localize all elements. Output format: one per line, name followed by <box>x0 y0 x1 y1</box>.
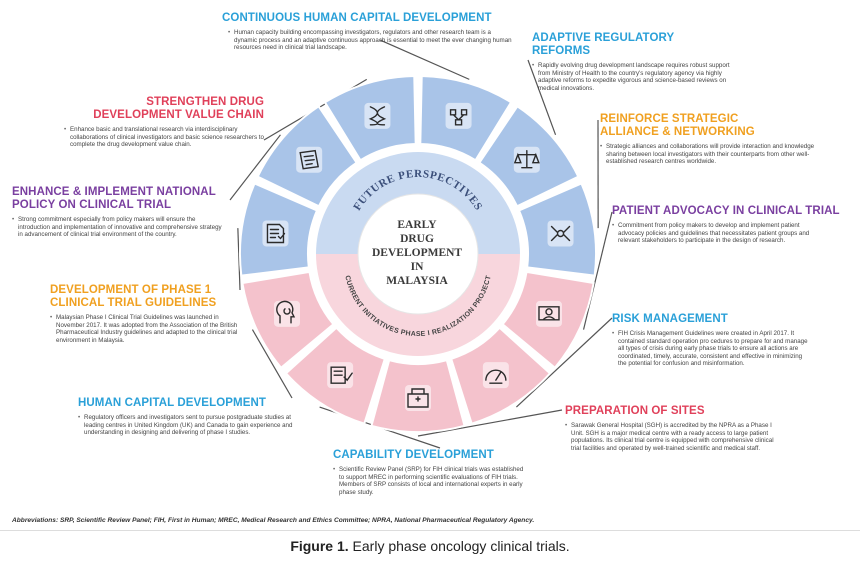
block-title: STRENGTHEN DRUG DEVELOPMENT VALUE CHAIN <box>93 96 264 121</box>
brain-head-icon <box>274 300 301 327</box>
balance-scale-icon <box>513 146 540 173</box>
block-description: Regulatory officers and investigators se… <box>78 414 293 437</box>
center-line-3: DEVELOPMENT <box>372 247 463 259</box>
block-risk-management: RISK MANAGEMENT FIH Crisis Management Gu… <box>612 313 812 368</box>
block-continuous-human-capital: CONTINUOUS HUMAN CAPITAL DEVELOPMENT Hum… <box>222 12 512 52</box>
block-patient-advocacy: PATIENT ADVOCACY IN CLINICAL TRIAL Commi… <box>612 205 847 245</box>
block-description: Human capacity building encompassing inv… <box>228 29 512 52</box>
block-title: PREPARATION OF SITES <box>565 405 705 417</box>
connector-risk <box>515 317 613 408</box>
block-description: Strategic alliances and collaborations w… <box>600 143 818 166</box>
diagram-canvas: FUTURE PERSPECTIVES CURRENT INITIATIVES … <box>0 0 860 531</box>
block-adaptive-regulatory: ADAPTIVE REGULATORY REFORMS Rapidly evol… <box>532 32 742 92</box>
block-title: CONTINUOUS HUMAN CAPITAL DEVELOPMENT <box>222 12 492 24</box>
segment-icons <box>262 102 574 411</box>
block-title: RISK MANAGEMENT <box>612 313 728 325</box>
block-human-capital-development: HUMAN CAPITAL DEVELOPMENT Regulatory off… <box>78 397 293 437</box>
policy-document-icon <box>296 146 323 173</box>
center-line-1: EARLY <box>397 219 437 231</box>
connector-policy <box>229 134 281 201</box>
block-title: ENHANCE & IMPLEMENT NATIONAL POLICY ON C… <box>12 186 216 211</box>
block-strategic-alliance: REINFORCE STRATEGIC ALLIANCE & NETWORKIN… <box>600 113 818 166</box>
connector-advocacy <box>582 211 613 330</box>
block-phase1-guidelines: DEVELOPMENT OF PHASE 1 CLINICAL TRIAL GU… <box>50 284 240 344</box>
connector-human <box>251 329 293 399</box>
block-title: DEVELOPMENT OF PHASE 1 CLINICAL TRIAL GU… <box>50 284 217 309</box>
block-description: Rapidly evolving drug development landsc… <box>532 62 742 92</box>
reviewer-icon <box>327 362 354 389</box>
figure-caption: Figure 1. Early phase oncology clinical … <box>0 538 860 554</box>
center-line-4: IN <box>410 261 424 273</box>
block-title: CAPABILITY DEVELOPMENT <box>333 449 494 461</box>
block-description: Enhance basic and translational research… <box>64 126 264 149</box>
center-disc <box>357 193 479 315</box>
block-description: Commitment from policy makers to develop… <box>612 222 818 245</box>
block-description: Strong commitment especially from policy… <box>12 216 227 239</box>
network-icon <box>547 220 574 247</box>
block-national-policy: ENHANCE & IMPLEMENT NATIONAL POLICY ON C… <box>12 186 227 239</box>
block-description: FIH Crisis Management Guidelines were cr… <box>612 330 812 368</box>
risk-gauge-icon <box>482 362 509 389</box>
block-capability-development: CAPABILITY DEVELOPMENT Scientific Review… <box>333 449 528 496</box>
dna-icon <box>364 102 391 129</box>
hospital-icon <box>405 385 431 411</box>
center-line-5: MALAYSIA <box>386 275 448 287</box>
block-title: REINFORCE STRATEGIC ALLIANCE & NETWORKIN… <box>600 113 755 138</box>
block-drug-value-chain: STRENGTHEN DRUG DEVELOPMENT VALUE CHAIN … <box>64 96 264 149</box>
caption-label: Figure 1. <box>290 538 349 554</box>
block-title: PATIENT ADVOCACY IN CLINICAL TRIAL <box>612 205 840 217</box>
block-title: HUMAN CAPITAL DEVELOPMENT <box>78 397 266 409</box>
abbreviations-note: Abbreviations: SRP, Scientific Review Pa… <box>12 517 535 524</box>
center-title: EARLY DRUG DEVELOPMENT IN MALAYSIA <box>372 218 462 288</box>
patient-screen-icon <box>535 300 562 327</box>
block-description: Malaysian Phase I Clinical Trial Guideli… <box>50 314 240 344</box>
connector-sites <box>417 409 563 437</box>
caption-text: Early phase oncology clinical trials. <box>348 538 570 554</box>
block-description: Sarawak General Hospital (SGH) is accred… <box>565 422 775 452</box>
center-line-2: DRUG <box>400 233 434 245</box>
block-description: Scientific Review Panel (SRP) for FIH cl… <box>333 466 528 496</box>
team-network-icon <box>445 102 472 129</box>
connector-phase1 <box>237 228 241 291</box>
guideline-document-icon <box>262 220 289 247</box>
block-title: ADAPTIVE REGULATORY REFORMS <box>532 32 675 57</box>
block-preparation-of-sites: PREPARATION OF SITES Sarawak General Hos… <box>565 405 775 452</box>
wheel-graphic: FUTURE PERSPECTIVES CURRENT INITIATIVES … <box>229 39 613 449</box>
